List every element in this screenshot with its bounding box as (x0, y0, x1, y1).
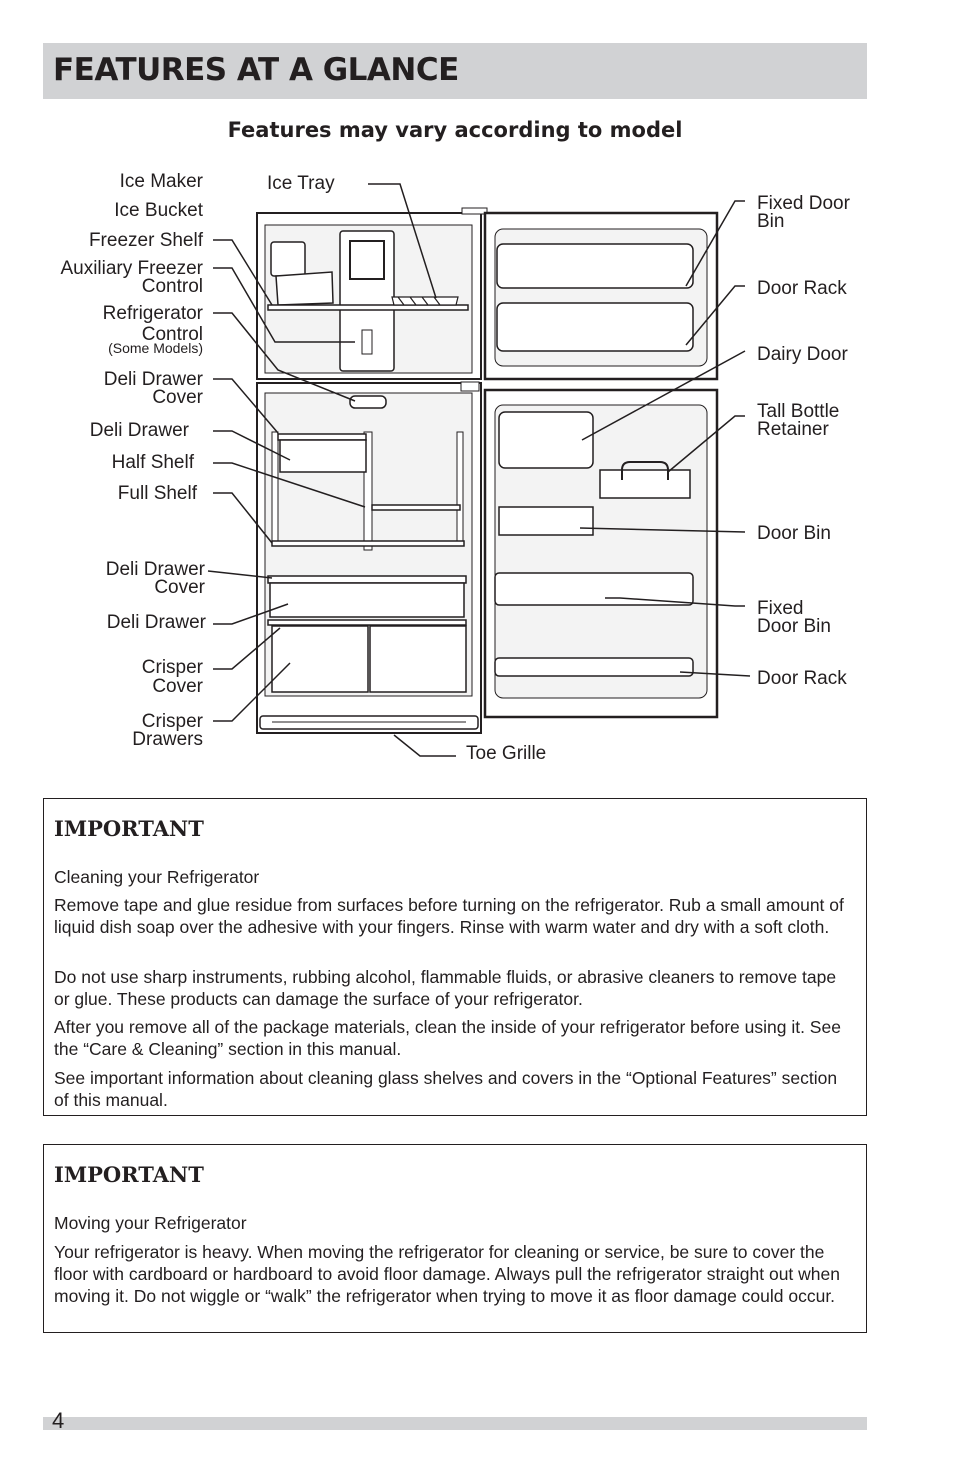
deli-drawer-cover-upper (277, 433, 367, 441)
important-box-cleaning: IMPORTANT Cleaning your Refrigerator Rem… (43, 798, 867, 1116)
freezer-shelf (267, 304, 469, 311)
crisper-drawer-right (369, 625, 467, 693)
label-fixed-door-bin-bottom-1: Fixed (757, 598, 803, 619)
door-rack-top (496, 302, 694, 352)
label-ice-maker: Ice Maker (120, 171, 204, 192)
center-shelf-rail (363, 431, 373, 551)
important-paragraph: After you remove all of the package mate… (54, 1017, 841, 1059)
important-subheading: Moving your Refrigerator (54, 1213, 247, 1233)
label-fixed-door-bin-top-1: Fixed Door (757, 193, 851, 214)
label-fixed-door-bin-bottom-2: Door Bin (757, 616, 831, 637)
fixed-door-bin-top (496, 243, 694, 289)
door-bin (498, 506, 594, 536)
refrigerator-diagram: Ice Maker Ice Bucket Freezer Shelf Auxil… (60, 171, 851, 764)
half-shelf (371, 504, 461, 511)
deli-drawer-lower (269, 582, 465, 618)
label-refrigerator-control-2: Control (142, 324, 203, 345)
important-heading: IMPORTANT (54, 816, 204, 841)
page-title: FEATURES AT A GLANCE (53, 52, 459, 88)
label-full-shelf: Full Shelf (118, 483, 198, 504)
label-door-bin: Door Bin (757, 523, 831, 544)
deli-drawer-cover-lower (267, 575, 467, 584)
footer-bar (43, 1417, 867, 1430)
important-paragraph: Your refrigerator is heavy. When moving … (54, 1242, 840, 1306)
important-box-moving: IMPORTANT Moving your Refrigerator Your … (43, 1144, 867, 1333)
label-refrigerator-control-1: Refrigerator (103, 303, 204, 324)
diagram-subtitle: Features may vary according to model (227, 118, 683, 142)
important-subheading: Cleaning your Refrigerator (54, 867, 260, 887)
important-paragraph: See important information about cleaning… (54, 1068, 838, 1110)
dairy-door (498, 411, 594, 469)
tall-bottle-handle (621, 461, 669, 480)
label-ice-bucket: Ice Bucket (114, 200, 203, 221)
crisper-drawer-left (271, 625, 369, 693)
refrigerator-control (349, 395, 387, 409)
label-ice-tray: Ice Tray (267, 173, 335, 194)
label-deli-drawer-cover-1a: Deli Drawer (104, 369, 204, 390)
label-crisper-cover-2: Cover (152, 676, 203, 697)
label-dairy-door: Dairy Door (757, 344, 848, 365)
crisper-cover (267, 619, 467, 626)
deli-drawer-upper (279, 439, 367, 473)
full-shelf (271, 540, 465, 547)
label-fixed-door-bin-top-2: Bin (757, 211, 784, 232)
aux-control-dial (361, 329, 373, 355)
header-bar: FEATURES AT A GLANCE (43, 43, 867, 99)
label-tall-bottle-retainer-1: Tall Bottle (757, 401, 839, 422)
label-deli-drawer-2: Deli Drawer (107, 612, 207, 633)
label-crisper-drawers-1: Crisper (142, 711, 204, 732)
label-half-shelf: Half Shelf (112, 452, 195, 473)
label-deli-drawer-cover-2b: Cover (154, 577, 205, 598)
label-door-rack-bottom: Door Rack (757, 668, 847, 689)
leader-lines (207, 183, 751, 757)
aux-control-window (349, 240, 385, 280)
top-hinge (461, 207, 488, 215)
tall-bottle-retainer (599, 469, 691, 499)
door-rack-bottom (494, 657, 694, 677)
label-deli-drawer-1: Deli Drawer (90, 420, 190, 441)
label-deli-drawer-cover-1b: Cover (152, 387, 203, 408)
label-toe-grille: Toe Grille (466, 743, 546, 764)
label-tall-bottle-retainer-2: Retainer (757, 419, 829, 440)
important-paragraph: Do not use sharp instruments, rubbing al… (54, 967, 837, 1009)
label-refrigerator-control-note: (Some Models) (108, 340, 203, 356)
fixed-door-bin-bottom (494, 572, 694, 606)
label-deli-drawer-cover-2a: Deli Drawer (106, 559, 206, 580)
ice-bucket (275, 271, 334, 306)
important-paragraph: Remove tape and glue residue from surfac… (54, 895, 844, 937)
right-shelf-rail (456, 431, 464, 545)
label-door-rack-top: Door Rack (757, 278, 847, 299)
ice-maker (270, 241, 306, 277)
ice-tray (391, 296, 459, 306)
label-crisper-cover-1: Crisper (142, 657, 204, 678)
label-freezer-shelf: Freezer Shelf (89, 230, 204, 251)
label-aux-freezer-control-2: Control (142, 276, 203, 297)
label-crisper-drawers-2: Drawers (132, 729, 203, 750)
label-aux-freezer-control-1: Auxiliary Freezer (60, 258, 203, 279)
page-number: 4 (52, 1408, 65, 1433)
important-heading: IMPORTANT (54, 1162, 204, 1187)
middle-hinge (460, 381, 480, 392)
left-shelf-rail (271, 431, 279, 545)
